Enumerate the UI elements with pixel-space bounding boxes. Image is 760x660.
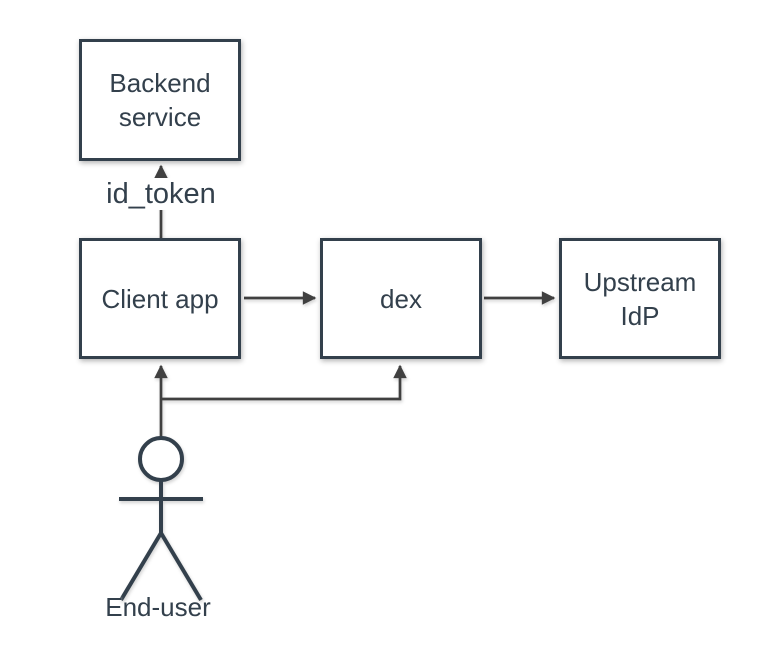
node-dex-label: dex	[380, 283, 422, 314]
node-dex: dex	[320, 238, 482, 359]
node-upstream-idp: Upstream IdP	[559, 238, 721, 359]
node-backend-service-label-line2: service	[118, 102, 202, 132]
node-backend-service: Backend service	[79, 39, 241, 161]
actor-leg-left	[119, 531, 163, 602]
node-upstream-idp-label-line2: IdP	[620, 300, 660, 331]
edge-label-id-token: id_token	[103, 178, 219, 210]
end-user-actor	[119, 436, 203, 602]
actor-leg-right	[159, 531, 203, 602]
node-client-app: Client app	[79, 238, 241, 359]
end-user-label: End-user	[105, 592, 211, 622]
actor-head	[138, 436, 184, 482]
node-backend-service-label-line1: Backend	[109, 68, 211, 98]
node-client-app-label: Client app	[101, 283, 219, 314]
node-upstream-idp-label-line1: Upstream	[583, 266, 697, 297]
edge-enduser-to-dex	[161, 364, 407, 401]
